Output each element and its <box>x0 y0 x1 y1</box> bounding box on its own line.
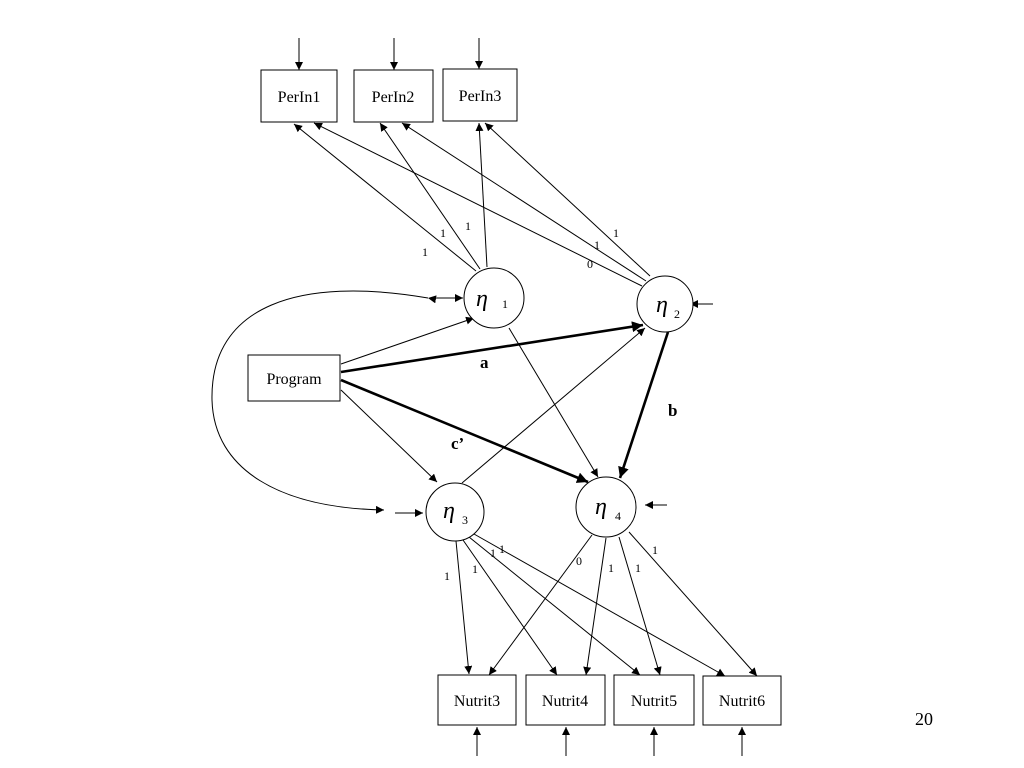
eta4-symbol: η <box>595 494 607 520</box>
path-label-a: a <box>480 353 489 372</box>
eta4-subscript: 4 <box>615 509 621 523</box>
nutrit4-label: Nutrit4 <box>542 693 588 710</box>
eta2-node: η 2 <box>636 275 694 333</box>
path-label-c-prime: c’ <box>451 434 464 453</box>
loading-eta3-nutrit4: 1 <box>472 562 478 576</box>
perin3-box: PerIn3 <box>442 68 518 122</box>
loading-eta3-nutrit3: 1 <box>444 569 450 583</box>
perin3-label: PerIn3 <box>459 88 502 105</box>
loading-eta2-perin2: 1 <box>594 238 600 252</box>
program-eta4-path-c-prime <box>340 378 589 484</box>
eta2-perin2-path <box>401 122 647 282</box>
eta1-symbol: η <box>476 286 488 312</box>
eta3-eta2-path <box>461 327 646 484</box>
perin2-label: PerIn2 <box>372 89 415 106</box>
loading-eta2-perin1: 0 <box>587 257 593 271</box>
eta3-nutrit6-path <box>473 533 726 677</box>
eta1-eta4-path <box>508 327 599 478</box>
eta2-perin1-path <box>313 122 643 287</box>
nutrit6-label: Nutrit6 <box>719 693 765 710</box>
eta1-eta3-covariance <box>211 290 437 514</box>
path-label-b: b <box>668 401 677 420</box>
loading-eta3-nutrit6: 1 <box>499 542 505 556</box>
eta3-nutrit3-path <box>455 540 473 675</box>
perin1-label: PerIn1 <box>278 89 321 106</box>
eta4-nutrit6-path <box>628 531 758 677</box>
eta4-nutrit5-path <box>618 536 662 676</box>
nutrit3-label: Nutrit3 <box>454 693 500 710</box>
loading-eta2-perin3: 1 <box>613 226 619 240</box>
loading-eta4-nutrit4: 1 <box>608 561 614 575</box>
eta3-node: η 3 <box>425 482 485 542</box>
perin2-box: PerIn2 <box>353 69 434 123</box>
eta2-symbol: η <box>656 292 668 318</box>
eta3-nutrit4-path <box>462 539 558 676</box>
eta1-subscript: 1 <box>502 297 508 311</box>
eta4-nutrit3-path <box>488 534 593 676</box>
program-box: Program <box>247 354 341 402</box>
page-number: 20 <box>915 709 933 729</box>
program-label: Program <box>266 371 322 388</box>
loading-eta3-nutrit5: 1 <box>490 546 496 560</box>
loading-eta1-perin1: 1 <box>422 245 428 259</box>
eta3-nutrit5-path <box>468 536 641 676</box>
eta3-subscript: 3 <box>462 513 468 527</box>
eta1-perin3-path <box>475 122 488 268</box>
loading-eta1-perin2: 1 <box>440 226 446 240</box>
loading-eta4-nutrit5: 1 <box>635 561 641 575</box>
eta2-subscript: 2 <box>674 307 680 321</box>
program-eta3-path <box>340 389 438 483</box>
nutrit4-box: Nutrit4 <box>525 674 606 726</box>
program-eta1-path <box>340 316 475 365</box>
eta3-symbol: η <box>443 498 455 524</box>
nutrit3-box: Nutrit3 <box>437 674 517 726</box>
loading-eta4-nutrit6: 1 <box>652 543 658 557</box>
eta4-nutrit4-path <box>583 537 607 676</box>
eta1-node: η 1 <box>463 267 525 329</box>
nutrit5-label: Nutrit5 <box>631 693 677 710</box>
program-eta2-path-a <box>340 321 644 374</box>
eta4-node: η 4 <box>575 476 637 538</box>
nutrit6-box: Nutrit6 <box>702 675 782 726</box>
loading-eta1-perin3: 1 <box>465 219 471 233</box>
nutrit5-box: Nutrit5 <box>613 674 695 726</box>
eta2-eta4-path-b <box>618 331 670 479</box>
perin1-box: PerIn1 <box>260 69 338 123</box>
eta1-perin1-path <box>293 123 477 272</box>
loading-eta4-nutrit3: 0 <box>576 554 582 568</box>
eta1-perin2-path <box>379 122 481 270</box>
eta2-perin3-path <box>484 122 651 277</box>
